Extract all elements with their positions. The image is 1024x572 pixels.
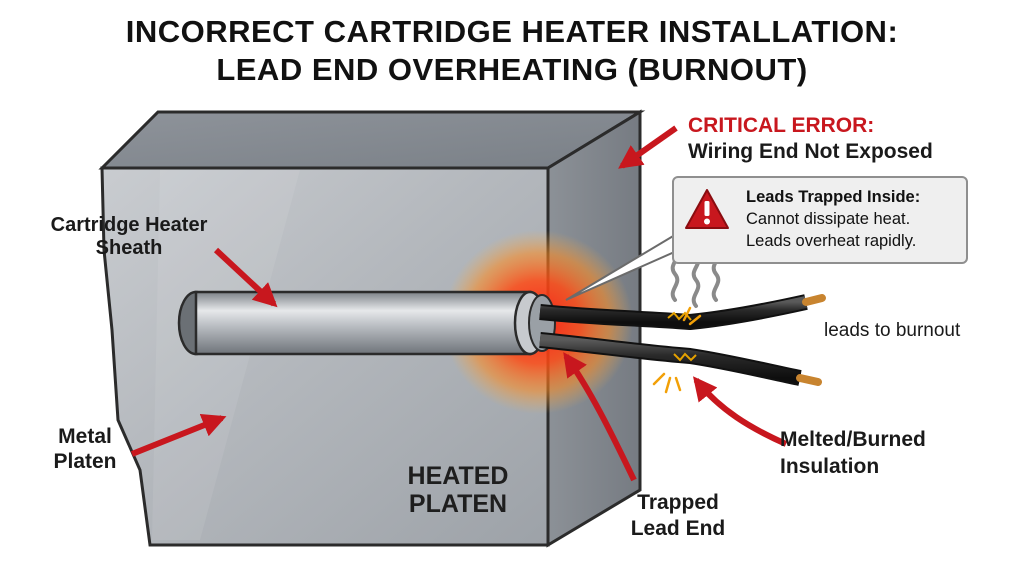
burnout-label: leads to burnout: [824, 320, 961, 341]
title-line-1: INCORRECT CARTRIDGE HEATER INSTALLATION:: [125, 14, 899, 49]
sheath-label-line-2: Sheath: [95, 237, 163, 259]
callout-arrows: [130, 125, 788, 482]
copper-tip-upper: [802, 294, 826, 306]
arrow-to-block-edge: [618, 125, 678, 169]
spark-icon: [652, 306, 702, 394]
critical-error-label: CRITICAL ERROR:: [688, 114, 875, 137]
callout-line-1: Cannot dissipate heat.: [746, 210, 911, 228]
trapped-lead-line-2: Lead End: [630, 517, 726, 540]
heated-platen-line-2: PLATEN: [408, 490, 508, 518]
warning-triangle-icon: [685, 189, 729, 229]
melted-insulation-label: Melted/Burned Insulation: [780, 426, 926, 480]
trapped-lead-line-1: Trapped: [637, 491, 719, 514]
copper-tip-lower: [796, 374, 822, 386]
cartridge-heater: [177, 290, 556, 356]
arrow-to-sheath: [213, 247, 278, 308]
callout-heading: Leads Trapped Inside:: [746, 188, 921, 206]
callout-text: Leads Trapped Inside: Cannot dissipate h…: [746, 186, 920, 252]
melted-insulation-line-2: Insulation: [780, 455, 880, 478]
warning-callout: Leads Trapped Inside: Cannot dissipate h…: [672, 176, 968, 264]
critical-error-detail: Wiring End Not Exposed: [688, 140, 933, 163]
arrow-to-trapped-end: [563, 352, 637, 482]
heater-leads: [539, 294, 826, 386]
arrow-to-platen: [130, 413, 227, 457]
title-line-2: LEAD END OVERHEATING (BURNOUT): [216, 52, 808, 87]
metal-platen-line-2: Platen: [53, 450, 117, 473]
sheath-label-line-1: Cartridge Heater: [50, 214, 208, 236]
heated-platen-label: HEATED PLATEN: [400, 462, 516, 518]
heater-sheath: [194, 290, 532, 356]
metal-platen-label: Metal Platen: [40, 424, 130, 474]
callout-line-2: Leads overheat rapidly.: [746, 232, 917, 250]
arrow-to-insulation: [693, 376, 788, 447]
metal-platen-line-1: Metal: [58, 425, 112, 448]
heated-platen-line-1: HEATED: [407, 462, 509, 490]
melted-insulation-line-1: Melted/Burned: [780, 428, 926, 451]
trapped-lead-label: Trapped Lead End: [612, 490, 744, 542]
metal-platen-block: [98, 109, 646, 548]
sheath-label: Cartridge Heater Sheath: [38, 214, 220, 260]
